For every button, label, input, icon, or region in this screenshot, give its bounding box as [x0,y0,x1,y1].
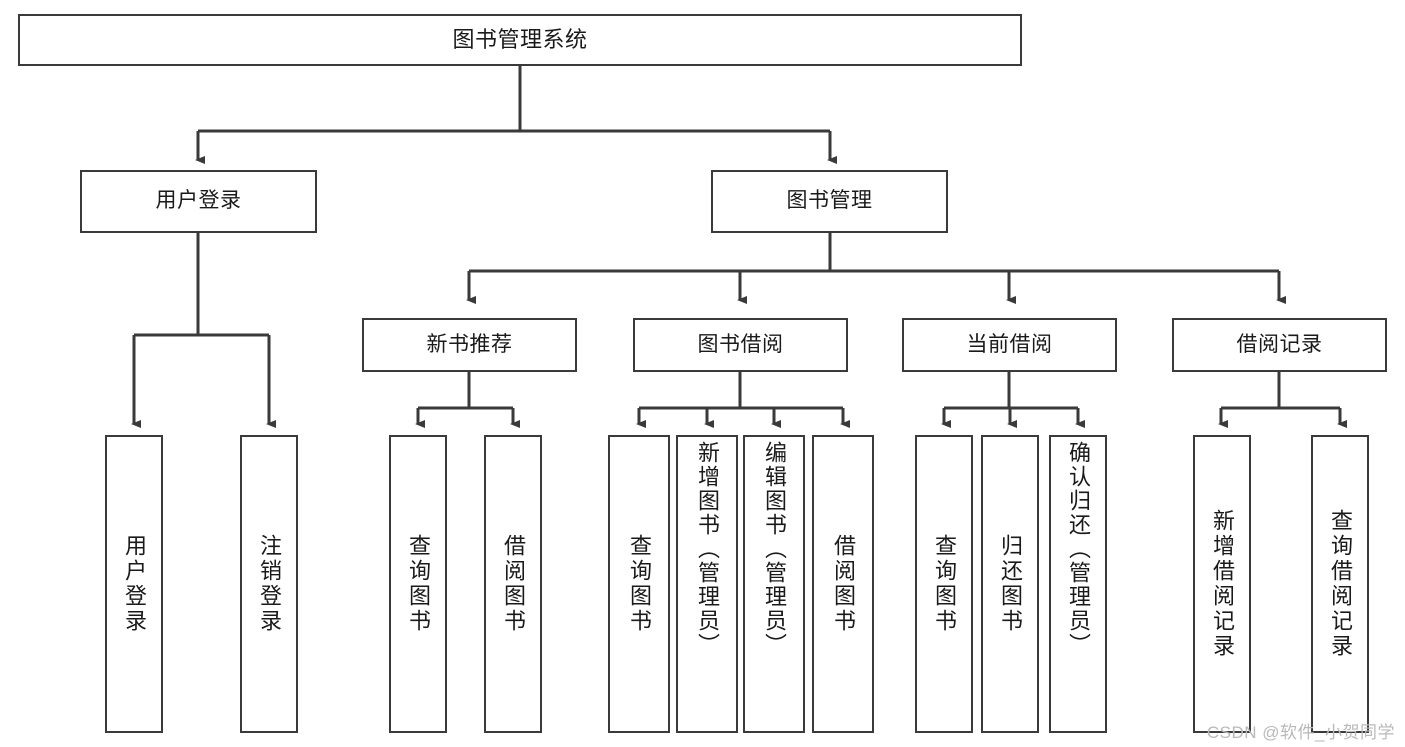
node-leaf-return-book-label: 归还图书 [998,534,1023,634]
node-leaf-query-book-1[interactable]: 查询图书 [389,435,447,733]
node-leaf-borrow-book-1[interactable]: 借阅图书 [484,435,542,733]
node-root-label: 图书管理系统 [452,27,588,53]
node-leaf-confirm-return-label: 确认归还（管理员） [1066,441,1091,657]
node-leaf-user-logout[interactable]: 注销登录 [240,435,298,733]
node-leaf-confirm-return[interactable]: 确认归还（管理员） [1049,435,1107,733]
node-book-manage-label: 图书管理 [786,189,873,213]
node-leaf-edit-book[interactable]: 编辑图书（管理员） [743,435,805,733]
node-leaf-borrow-book-2[interactable]: 借阅图书 [812,435,874,733]
node-leaf-add-book[interactable]: 新增图书（管理员） [676,435,738,733]
node-leaf-borrow-book-2-label: 借阅图书 [831,534,856,634]
node-leaf-add-book-label: 新增图书（管理员） [695,441,720,657]
node-leaf-query-book-1-label: 查询图书 [406,534,431,634]
node-leaf-query-book-2[interactable]: 查询图书 [608,435,670,733]
node-user-login[interactable]: 用户登录 [80,170,317,233]
node-book-borrow[interactable]: 图书借阅 [633,318,848,372]
node-leaf-query-record[interactable]: 查询借阅记录 [1311,435,1369,733]
node-leaf-edit-book-label: 编辑图书（管理员） [762,441,787,657]
node-borrow-record-label: 借阅记录 [1236,332,1323,356]
node-user-login-label: 用户登录 [155,189,242,213]
node-current-borrow-label: 当前借阅 [966,332,1053,356]
node-borrow-record[interactable]: 借阅记录 [1172,318,1387,372]
node-book-manage[interactable]: 图书管理 [711,170,948,233]
watermark: CSDN @软件_小贺同学 [1206,723,1395,742]
node-leaf-query-book-3-label: 查询图书 [932,534,957,634]
node-leaf-user-logout-label: 注销登录 [257,534,282,634]
node-leaf-query-record-label: 查询借阅记录 [1328,509,1353,659]
node-leaf-add-record[interactable]: 新增借阅记录 [1193,435,1251,733]
node-leaf-user-login-label: 用户登录 [122,534,147,634]
node-leaf-return-book[interactable]: 归还图书 [981,435,1039,733]
node-current-borrow[interactable]: 当前借阅 [902,318,1117,372]
node-root[interactable]: 图书管理系统 [18,14,1022,66]
node-new-book-recommend[interactable]: 新书推荐 [362,318,577,372]
node-book-borrow-label: 图书借阅 [697,332,784,356]
node-leaf-user-login[interactable]: 用户登录 [105,435,163,733]
node-new-book-recommend-label: 新书推荐 [426,332,513,356]
node-leaf-query-book-2-label: 查询图书 [627,534,652,634]
node-leaf-add-record-label: 新增借阅记录 [1210,509,1235,659]
node-leaf-query-book-3[interactable]: 查询图书 [915,435,973,733]
node-leaf-borrow-book-1-label: 借阅图书 [501,534,526,634]
